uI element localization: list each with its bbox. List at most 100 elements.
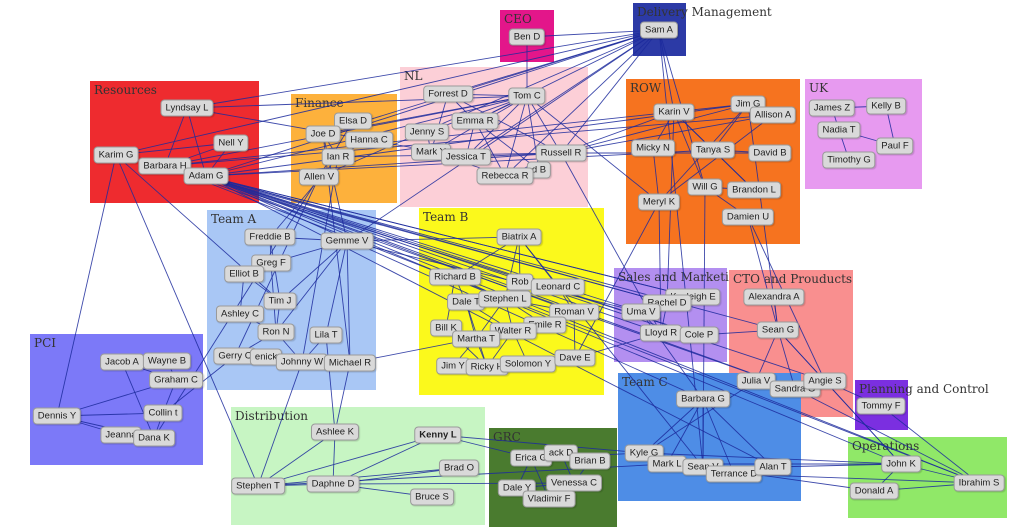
node-alant[interactable]: Alan T (754, 458, 792, 476)
node-rebeccar[interactable]: Rebecca R (476, 167, 534, 185)
node-tanyas[interactable]: Tanya S (690, 141, 736, 159)
group-label: Team C (622, 375, 668, 389)
group-label: Sales and Marketing (618, 270, 745, 284)
node-sama[interactable]: Sam A (640, 21, 678, 39)
group-label: GRC (493, 430, 521, 444)
node-barbarag[interactable]: Barbara G (676, 390, 730, 408)
node-jeanna[interactable]: Jeanna (100, 426, 142, 444)
node-johnk[interactable]: John K (881, 455, 921, 473)
node-stepht[interactable]: Stephen T (231, 477, 285, 495)
node-paulf[interactable]: Paul F (876, 137, 914, 155)
group-label: Operations (852, 439, 920, 453)
node-collint[interactable]: Collin t (143, 404, 183, 422)
node-robb[interactable]: Rob (506, 273, 534, 291)
node-jamesz[interactable]: James Z (808, 99, 856, 117)
node-lloydr[interactable]: Lloyd R (639, 324, 683, 342)
node-hannac[interactable]: Hanna C (345, 131, 393, 149)
node-nelly[interactable]: Nell Y (213, 134, 249, 152)
node-tomc[interactable]: Tom C (508, 87, 546, 105)
node-russellr[interactable]: Russell R (535, 144, 587, 162)
group-label: Distribution (235, 409, 309, 423)
node-lyndsayl[interactable]: Lyndsay L (160, 99, 214, 117)
node-gemmev[interactable]: Gemme V (320, 232, 374, 250)
node-bend[interactable]: Ben D (508, 28, 546, 46)
group-label: CEO (504, 12, 532, 26)
node-davidb[interactable]: David B (748, 144, 792, 162)
node-kellyb[interactable]: Kelly B (866, 97, 906, 115)
node-willg[interactable]: Will G (687, 178, 723, 196)
node-ronn[interactable]: Ron N (257, 323, 295, 341)
node-colep[interactable]: Cole P (679, 326, 719, 344)
node-biatrixa[interactable]: Biatrix A (496, 228, 542, 246)
node-karinv[interactable]: Karin V (653, 103, 695, 121)
node-freddieb[interactable]: Freddie B (244, 228, 296, 246)
node-timothyg[interactable]: Timothy G (822, 151, 876, 169)
node-wayneb[interactable]: Wayne B (142, 352, 192, 370)
node-brucess[interactable]: Bruce S (410, 488, 454, 506)
node-merylk[interactable]: Meryl K (637, 193, 681, 211)
group-label: PCI (34, 336, 56, 350)
node-karimg[interactable]: Karim G (93, 146, 139, 164)
node-angies[interactable]: Angie S (803, 372, 847, 390)
node-allisona[interactable]: Allison A (749, 106, 797, 124)
node-elliotb[interactable]: Elliot B (224, 265, 264, 283)
node-ashleyc[interactable]: Ashley C (215, 305, 265, 323)
node-seang[interactable]: Sean G (756, 321, 800, 339)
node-jacoba[interactable]: Jacob A (100, 353, 144, 371)
node-vladimirf[interactable]: Vladimir F (522, 490, 576, 508)
node-forrestd[interactable]: Forrest D (423, 85, 473, 103)
node-marthat[interactable]: Martha T (452, 330, 500, 348)
node-barbarah[interactable]: Barbara H (138, 157, 192, 175)
node-elsad[interactable]: Elsa D (334, 112, 372, 130)
node-johnnyw[interactable]: Johnny W (275, 353, 329, 371)
node-adamg[interactable]: Adam G (183, 167, 229, 185)
node-davee[interactable]: Dave E (554, 349, 596, 367)
node-gerryc[interactable]: Gerry C (213, 347, 257, 365)
node-romanv[interactable]: Roman V (549, 303, 599, 321)
node-umav[interactable]: Uma V (621, 303, 661, 321)
node-jessicat[interactable]: Jessica T (441, 148, 491, 166)
node-ianr[interactable]: Ian R (321, 148, 355, 166)
node-damienu[interactable]: Damien U (721, 208, 775, 226)
group-label: Team A (211, 212, 257, 226)
node-brianb[interactable]: Brian B (569, 452, 611, 470)
node-markl[interactable]: Mark L (647, 455, 687, 473)
group-label: Planning and Control (859, 382, 989, 396)
group-label: Resources (94, 83, 157, 97)
group-label: Finance (295, 96, 344, 110)
node-nadiat[interactable]: Nadia T (817, 121, 861, 139)
group-label: Team B (423, 210, 469, 224)
node-mickyn[interactable]: Micky N (631, 139, 675, 157)
node-ibrahims[interactable]: Ibrahim S (953, 474, 1005, 492)
node-ashleek[interactable]: Ashlee K (310, 423, 360, 441)
node-allenv[interactable]: Allen V (298, 168, 340, 186)
node-jimy[interactable]: Jim Y (436, 357, 470, 375)
node-jennys[interactable]: Jenny S (404, 123, 450, 141)
node-donalda[interactable]: Donald A (849, 482, 899, 500)
node-michaelr[interactable]: Michael R (323, 354, 377, 372)
node-joed[interactable]: Joe D (305, 125, 341, 143)
node-lilat[interactable]: Lila T (309, 326, 343, 344)
node-daphned[interactable]: Daphne D (306, 475, 360, 493)
node-grahamc[interactable]: Graham C (149, 371, 203, 389)
node-dennisy[interactable]: Dennis Y (32, 407, 82, 425)
node-bradolivia[interactable]: Brad O (438, 459, 480, 477)
node-alexandraa[interactable]: Alexandra A (743, 288, 805, 306)
node-stephenl[interactable]: Stephen L (478, 290, 532, 308)
group-label: ROW (630, 81, 662, 95)
node-brandonl[interactable]: Brandon L (727, 181, 781, 199)
group-label: UK (809, 81, 829, 95)
node-tommyf[interactable]: Tommy F (856, 397, 906, 415)
node-solomony[interactable]: Solomon Y (499, 355, 557, 373)
node-kennyl[interactable]: Kenny L (414, 426, 462, 444)
group-row: ROW (626, 79, 800, 244)
node-leonardc[interactable]: Leonard C (530, 278, 586, 296)
node-venessac[interactable]: Venessa C (546, 474, 602, 492)
node-richardb[interactable]: Richard B (429, 268, 481, 286)
group-label: NL (404, 69, 423, 83)
node-emmar[interactable]: Emma R (451, 112, 499, 130)
group-label: Delivery Management (637, 5, 772, 19)
node-timj[interactable]: Tim J (263, 292, 297, 310)
node-danak[interactable]: Dana K (133, 429, 175, 447)
